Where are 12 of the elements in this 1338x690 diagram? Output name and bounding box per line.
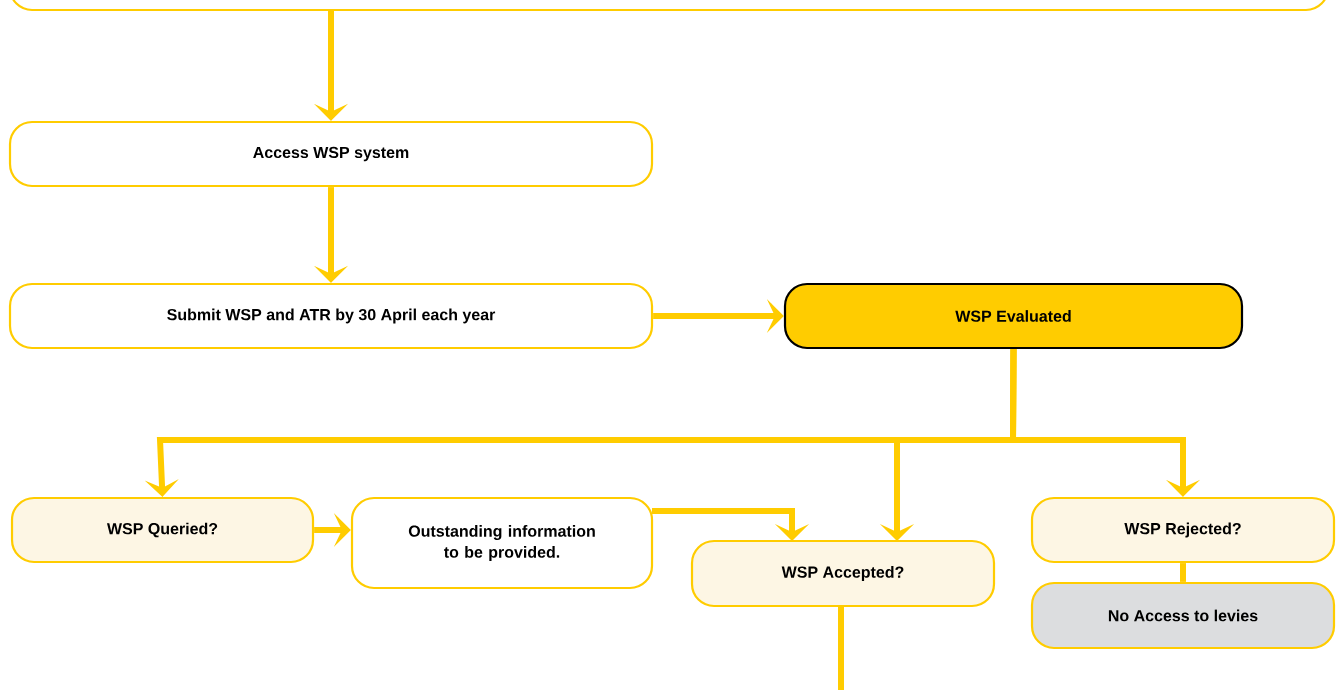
process-box: Submit WSP and ATR by 30 April each year	[8, 282, 654, 350]
decision-box: WSP Queried?	[10, 496, 315, 564]
decision-box: WSP Accepted?	[690, 539, 996, 608]
process-box: Access WSP system	[8, 120, 654, 188]
arrow	[652, 508, 810, 541]
outcome-box: No Access to levies	[1030, 581, 1336, 650]
decision-box: WSP Rejected?	[1030, 496, 1336, 564]
arrow	[1010, 349, 1201, 497]
process-box: Outstanding information to be provided.	[350, 496, 654, 590]
process-box: WSP Evaluated	[783, 282, 1244, 350]
connector-line	[1180, 563, 1186, 582]
connector-line	[838, 606, 844, 690]
